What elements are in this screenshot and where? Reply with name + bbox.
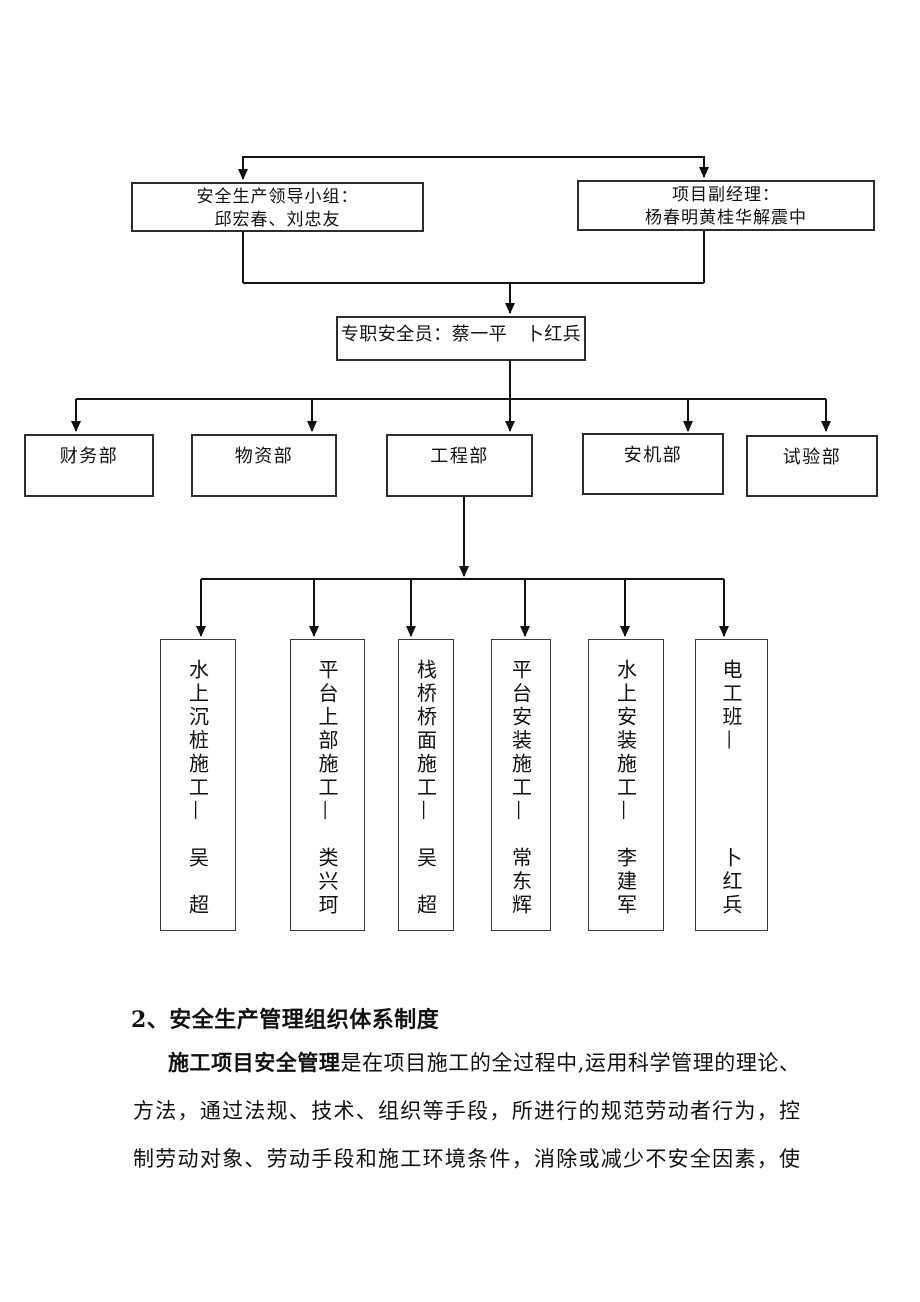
dept-box-materials: 物资部 <box>191 434 337 497</box>
leadership-group-title: 安全生产领导小组： <box>196 187 359 207</box>
team-box-electrician: 电工班— 卜红兵 <box>695 639 768 931</box>
team-label: 水上沉桩施工— 吴 超 <box>185 659 210 918</box>
dept-label: 物资部 <box>234 446 294 467</box>
dept-box-safety-machinery: 安机部 <box>582 433 724 495</box>
team-box-platform-install: 平台安装施工— 常东辉 <box>491 639 551 931</box>
paragraph-line-1: 施工项目安全管理是在项目施工的全过程中,运用科学管理的理论、 <box>133 1048 800 1078</box>
paragraph-line-1-rest: 是在项目施工的全过程中,运用科学管理的理论、 <box>340 1051 801 1075</box>
dept-label: 试验部 <box>782 447 842 468</box>
safety-officer-label: 专职安全员：蔡一平 卜红兵 <box>340 324 582 345</box>
org-box-leadership-group: 安全生产领导小组： 邱宏春、刘忠友 <box>131 182 424 232</box>
team-label: 电工班— 卜红兵 <box>719 659 743 918</box>
deputy-manager-members: 杨春明黄桂华解震中 <box>645 208 807 228</box>
org-box-safety-officer: 专职安全员：蔡一平 卜红兵 <box>336 316 586 361</box>
team-box-water-install: 水上安装施工— 李建军 <box>588 639 664 931</box>
org-box-deputy-manager: 项目副经理： 杨春明黄桂华解震中 <box>577 180 875 231</box>
team-box-water-piling: 水上沉桩施工— 吴 超 <box>160 639 236 931</box>
deputy-manager-title: 项目副经理： <box>672 185 780 205</box>
team-label: 平台安装施工— 常东辉 <box>508 659 533 918</box>
section-heading: 2、安全生产管理组织体系制度 <box>131 1007 440 1033</box>
team-box-trestle-deck: 栈桥桥面施工— 吴 超 <box>398 639 454 931</box>
team-label: 水上安装施工— 李建军 <box>613 659 638 918</box>
team-label: 栈桥桥面施工— 吴 超 <box>413 659 438 918</box>
leadership-group-members: 邱宏春、刘忠友 <box>214 210 341 230</box>
dept-label: 财务部 <box>59 446 119 467</box>
dept-box-testing: 试验部 <box>746 435 878 497</box>
paragraph-bold-lead: 施工项目安全管理 <box>168 1050 341 1075</box>
team-label: 平台上部施工— 类兴珂 <box>315 659 339 918</box>
dept-label: 工程部 <box>430 446 489 467</box>
dept-box-finance: 财务部 <box>24 434 154 497</box>
dept-label: 安机部 <box>623 445 683 466</box>
paragraph-line-2: 方法，通过法规、技术、组织等手段，所进行的规范劳动者行为，控 <box>133 1099 800 1123</box>
team-box-platform-upper: 平台上部施工— 类兴珂 <box>290 639 365 931</box>
paragraph-line-3: 制劳动对象、劳动手段和施工环境条件，消除或减少不安全因素，使 <box>133 1147 800 1171</box>
connector-lines <box>71 156 831 637</box>
dept-box-engineering: 工程部 <box>386 434 533 497</box>
